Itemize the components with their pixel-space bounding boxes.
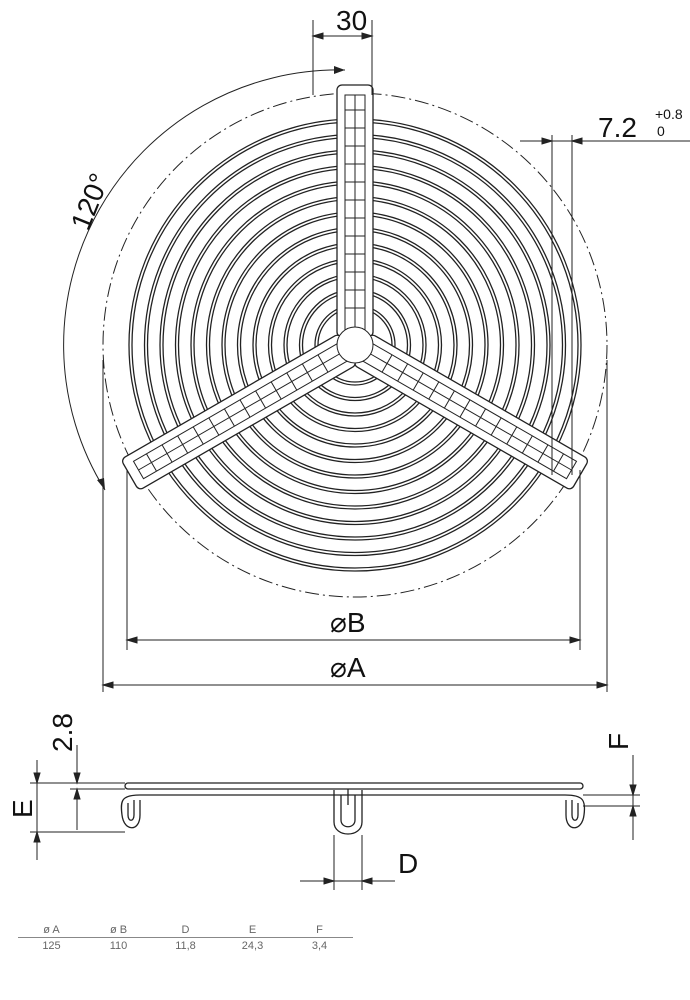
spoke xyxy=(354,334,588,490)
dia-b-label: ⌀B xyxy=(330,607,366,638)
side-view xyxy=(120,782,586,835)
diameter-dimensions xyxy=(101,360,609,692)
dimension-30 xyxy=(311,20,374,95)
spoke xyxy=(122,334,356,490)
cell: 110 xyxy=(109,940,128,952)
cell: 11,8 xyxy=(175,940,196,952)
dim-7-2-label: 7.2 xyxy=(598,112,637,143)
col-header: ø A xyxy=(18,922,85,938)
col-header: D xyxy=(152,922,219,938)
dim-f-label: F xyxy=(603,733,634,750)
dim-tol-lower: 0 xyxy=(657,123,665,139)
cell: 24,3 xyxy=(241,940,264,952)
cell: 3,4 xyxy=(311,940,328,952)
cell: 125 xyxy=(42,940,61,952)
spoke xyxy=(336,84,374,338)
angle-arrow-top xyxy=(334,66,345,74)
col-header: E xyxy=(219,922,286,938)
dimension-table: ø A ø B D E F 125 110 11,8 24,3 3,4 xyxy=(18,922,353,954)
hub xyxy=(336,326,374,364)
dim-30-label: 30 xyxy=(336,5,367,36)
dia-a-label: ⌀A xyxy=(330,652,366,683)
table-row: 125 110 11,8 24,3 3,4 xyxy=(18,938,353,955)
table-header-row: ø A ø B D E F xyxy=(18,922,353,938)
dim-2-8-label: 2.8 xyxy=(47,713,78,752)
dim-tol-upper: +0.8 xyxy=(655,106,683,122)
angle-label: 120° xyxy=(65,169,115,234)
dimension-7-2 xyxy=(520,135,690,475)
col-header: F xyxy=(286,922,353,938)
dim-d-label: D xyxy=(398,848,418,879)
spokes xyxy=(122,84,588,490)
col-header: ø B xyxy=(85,922,152,938)
side-dimensions xyxy=(30,745,640,890)
angle-arc xyxy=(63,69,346,491)
dim-e-label: E xyxy=(7,799,38,818)
angle-arrow-bottom xyxy=(97,478,105,490)
